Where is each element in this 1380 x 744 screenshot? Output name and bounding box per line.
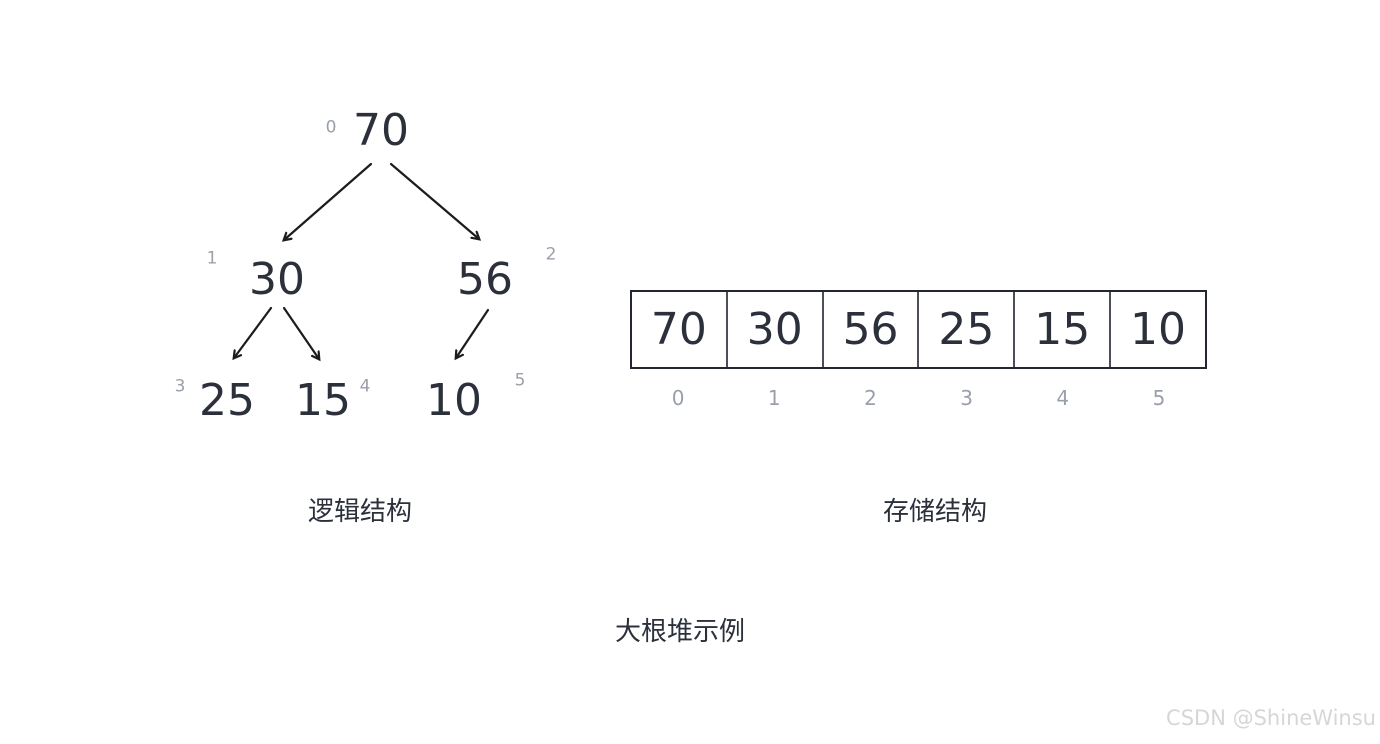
array-cell: 25 <box>917 292 1013 367</box>
tree-caption: 逻辑结构 <box>307 497 413 527</box>
array-cell: 30 <box>725 292 822 367</box>
array-index: 4 <box>1056 386 1070 410</box>
array-index: 1 <box>767 386 781 410</box>
tree-node: 15 <box>295 375 351 426</box>
edge-70-56 <box>389 162 479 239</box>
tree-node-root: 70 <box>353 105 409 156</box>
tree-node-index: 0 <box>325 117 337 138</box>
tree-node: 25 <box>199 375 255 426</box>
array-index: 2 <box>864 386 877 410</box>
edge-30-15 <box>282 306 319 359</box>
tree-node-index: 4 <box>359 376 371 397</box>
tree-node-index: 1 <box>206 248 218 269</box>
array-index: 5 <box>1152 386 1166 410</box>
array-index: 3 <box>960 386 973 410</box>
diagram-title: 大根堆示例 <box>614 617 746 647</box>
array-index: 0 <box>671 386 685 410</box>
edge-30-25 <box>234 306 273 358</box>
array-caption: 存储结构 <box>882 497 988 527</box>
edge-56-10 <box>456 308 490 358</box>
array-cell: 56 <box>821 292 918 367</box>
array-indices: 0 1 2 3 4 5 <box>630 386 1207 410</box>
tree-node-index: 3 <box>174 376 186 397</box>
tree-node: 30 <box>249 254 305 305</box>
array-cell: 70 <box>650 303 707 355</box>
array-cell: 10 <box>1109 292 1205 367</box>
edge-70-30 <box>284 162 373 240</box>
tree-node-index: 2 <box>545 244 557 265</box>
watermark: CSDN @ShineWinsu <box>1166 706 1376 730</box>
tree-node: 10 <box>426 375 482 426</box>
array-box: 70 30 56 25 15 10 <box>630 290 1207 369</box>
tree-node: 56 <box>457 254 513 305</box>
array-cell: 15 <box>1013 292 1109 367</box>
tree-node-index: 5 <box>514 370 526 391</box>
